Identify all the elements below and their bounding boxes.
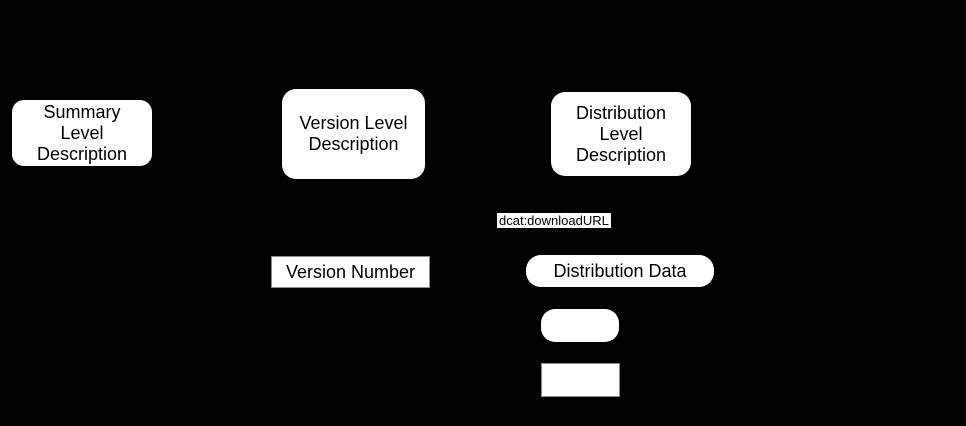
node-label-line: Version Number [285,261,416,282]
version-number-node: Version Number [271,256,430,288]
download-url-edge-label: dcat:downloadURL [497,213,611,228]
node-label-line: Level [599,123,643,144]
empty-rect-node [541,363,620,397]
node-label-line: Distribution Data [553,260,687,281]
node-label-line: Level [60,122,104,143]
node-label-line: Summary [43,101,121,122]
node-label-line: Version Level [299,113,408,133]
node-label-line: Distribution [575,102,667,123]
version-level-description-node: Version Level Description [282,89,425,179]
node-label-line: Description [36,143,128,164]
node-label-line: Description [308,134,399,154]
node-label-line: Description [575,144,667,165]
distribution-data-node: Distribution Data [526,255,714,287]
distribution-level-description-node: Distribution Level Description [551,92,691,176]
summary-level-description-node: Summary Level Description [12,100,152,166]
empty-rounded-node [541,309,619,342]
